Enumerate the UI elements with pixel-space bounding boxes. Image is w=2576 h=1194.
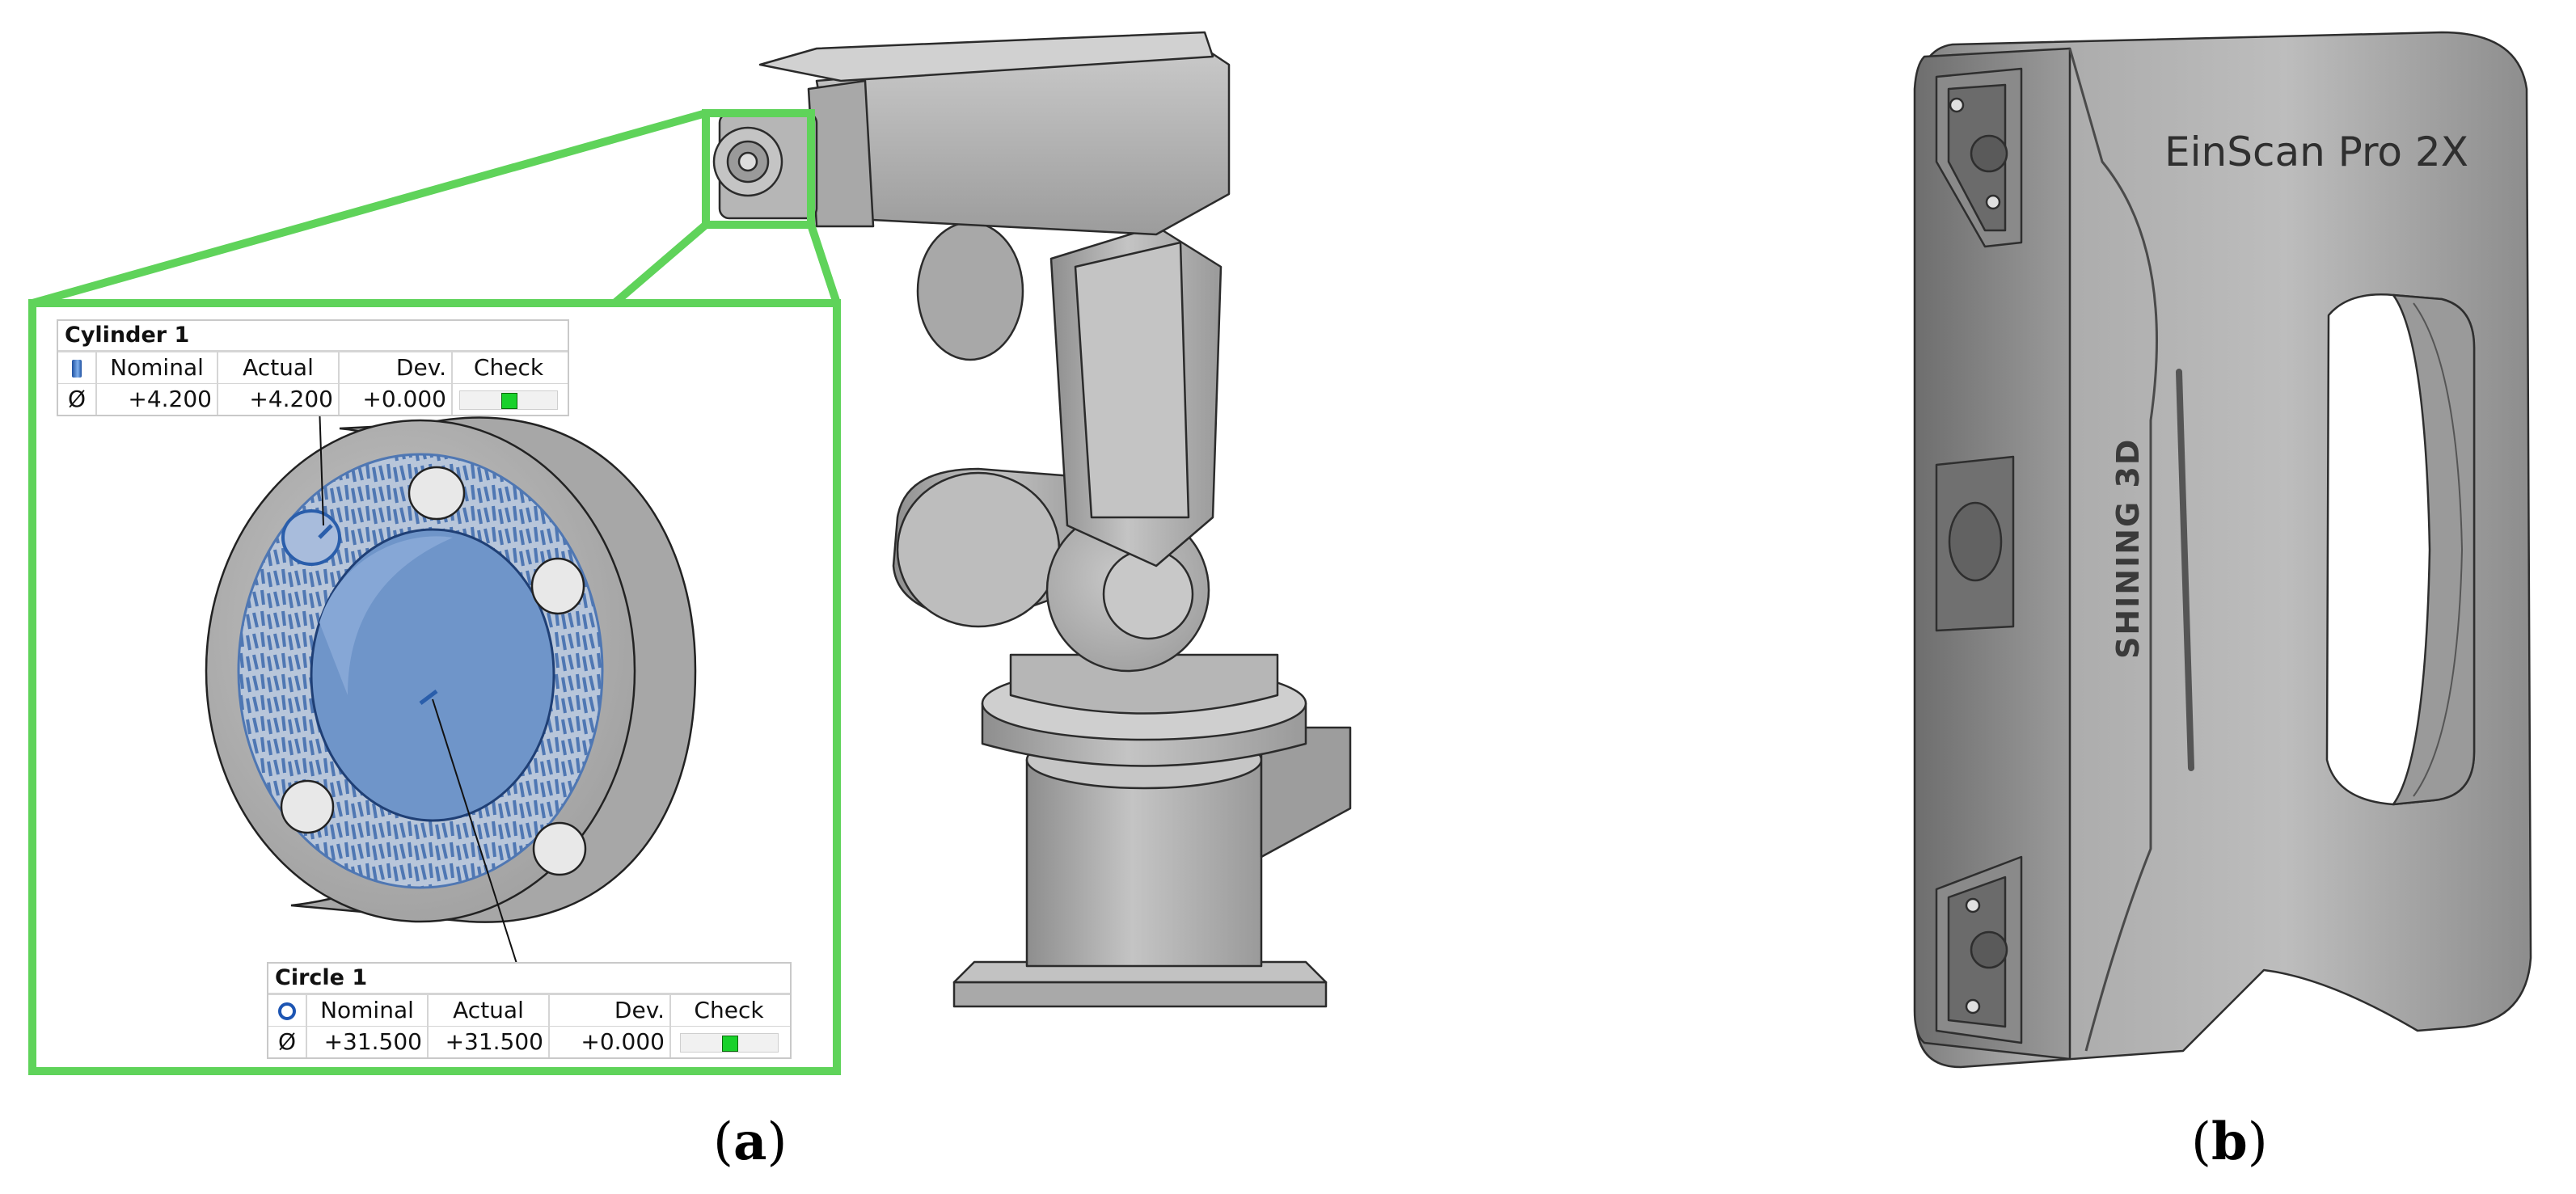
table-row: Ø +31.500 +31.500 +0.000 [268, 1026, 790, 1057]
bolt-hole [280, 779, 335, 834]
zoom-connector-left [31, 109, 707, 307]
3d-scanner [1913, 31, 2532, 1069]
panel-letter-b: b [2211, 1112, 2248, 1172]
bolt-hole [530, 557, 585, 615]
paren-close: ) [766, 1112, 788, 1172]
circle-table-header: Nominal Actual Dev. Check [268, 994, 790, 1026]
col-actual: Actual [429, 995, 550, 1026]
panel-letter-a: a [733, 1112, 767, 1172]
circle-table-title: Circle 1 [268, 964, 790, 994]
zoom-connector-right-2 [807, 223, 841, 305]
col-dev: Dev. [340, 352, 453, 383]
paren-close: ) [2247, 1112, 2268, 1172]
actual-value: +4.200 [218, 384, 340, 415]
deviation-value: +0.000 [550, 1027, 671, 1057]
paren-open: ( [2191, 1112, 2211, 1172]
check-indicator [453, 384, 564, 415]
col-dev: Dev. [550, 995, 671, 1026]
cylinder-table-header: Nominal Actual Dev. Check [58, 352, 568, 383]
projector-lens [1948, 501, 2003, 582]
bolt-hole [532, 821, 587, 876]
diameter-symbol: Ø [268, 1027, 307, 1057]
col-nominal: Nominal [307, 995, 429, 1026]
col-actual: Actual [218, 352, 340, 383]
circle-icon [268, 995, 307, 1026]
top-camera-lens [1970, 134, 2008, 173]
panel-label-b: (b) [2191, 1112, 2268, 1172]
circle-measurement-table: Circle 1 Nominal Actual Dev. Check Ø +31… [267, 962, 792, 1059]
check-ok-icon [501, 393, 517, 409]
diameter-symbol: Ø [58, 384, 97, 415]
zoom-source-box [702, 109, 815, 229]
scanner-brand-text: SHINING 3D [2110, 438, 2146, 659]
col-check: Check [694, 997, 764, 1023]
circle-leader [432, 698, 518, 967]
scanner-model-text: EinScan Pro 2X [2164, 129, 2468, 175]
robot-base-plate [952, 981, 1328, 1008]
col-nominal: Nominal [97, 352, 218, 383]
nominal-value: +4.200 [97, 384, 218, 415]
zoom-connector-right [611, 222, 709, 306]
cylinder-icon [58, 352, 97, 383]
robot-pedestal [1025, 758, 1263, 968]
table-row: Ø +4.200 +4.200 +0.000 [58, 383, 568, 415]
cylinder-leader [319, 403, 324, 526]
cylinder-measurement-table: Cylinder 1 Nominal Actual Dev. Check Ø +… [57, 319, 569, 416]
flange-detail [205, 403, 697, 967]
robot-arm [712, 31, 1352, 1008]
bolt-hole-measured [281, 509, 341, 566]
check-ok-icon [721, 1036, 738, 1052]
deviation-value: +0.000 [340, 384, 453, 415]
col-check: Check [473, 354, 544, 381]
zoom-detail-box [28, 299, 841, 1075]
nominal-value: +31.500 [307, 1027, 429, 1057]
actual-value: +31.500 [429, 1027, 550, 1057]
bottom-camera-lens [1970, 930, 2008, 969]
cylinder-table-title: Cylinder 1 [58, 321, 568, 352]
panel-label-a: (a) [713, 1112, 787, 1172]
paren-open: ( [713, 1112, 733, 1172]
zoom-callout [28, 109, 841, 1075]
bolt-hole [408, 466, 466, 521]
check-indicator [671, 1027, 787, 1057]
